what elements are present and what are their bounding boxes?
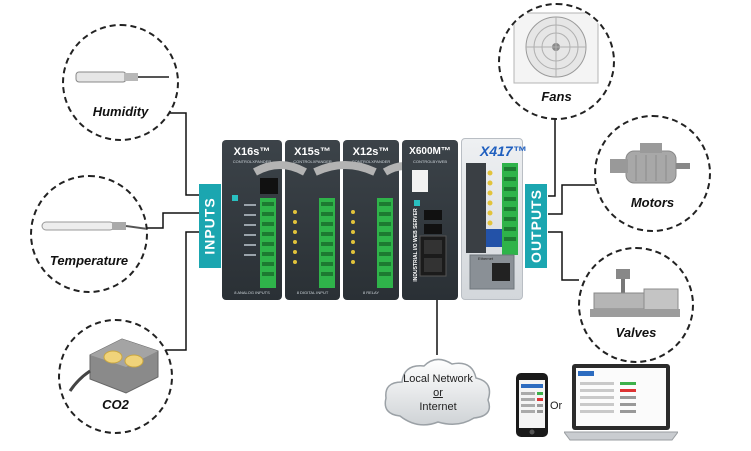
- laptop-icon: [564, 364, 678, 441]
- co2-sensor-icon: [68, 338, 159, 394]
- x12s-footer: 8 RELAY: [362, 290, 380, 295]
- outputs-banner-label: OUTPUTS: [528, 189, 545, 263]
- motor-icon: [610, 143, 690, 184]
- x600m-subtitle: CONTROLBYWEB: [412, 159, 447, 164]
- module-x417: X417™ Ethernet: [461, 138, 527, 300]
- valves-label: Valves: [615, 325, 657, 340]
- temperature-connector: [147, 212, 200, 229]
- x16s-title: X16s™: [233, 146, 271, 158]
- x15s-subtitle: CONTROLXPANDER: [293, 159, 332, 164]
- cloud-icon: [384, 358, 491, 426]
- smartphone-icon: [516, 373, 548, 437]
- x16s-subtitle: CONTROLXPANDER: [232, 159, 272, 164]
- valves-circle: Valves: [578, 247, 694, 363]
- module-x600m: X600M™ CONTROLBYWEB INDUSTRIAL I/O WEB S…: [402, 140, 458, 300]
- humidity-circle: Humidity: [62, 24, 179, 141]
- humidity-label: Humidity: [92, 104, 149, 119]
- motors-label: Motors: [630, 195, 675, 210]
- motors-connector: [548, 184, 596, 215]
- temperature-probe-icon: [41, 221, 146, 231]
- network-line2: or: [433, 387, 443, 399]
- fans-circle: Fans: [498, 3, 615, 120]
- x12s-terminal-block: [351, 198, 393, 288]
- inputs-banner: INPUTS: [199, 184, 221, 268]
- valve-icon: [590, 269, 680, 317]
- co2-connector: [155, 231, 200, 351]
- x15s-title: X15s™: [294, 146, 331, 158]
- network-line3: Internet: [419, 401, 457, 413]
- outputs-banner: OUTPUTS: [525, 184, 547, 268]
- valves-connector: [548, 231, 579, 281]
- x417-ethernet-label: Ethernet: [478, 256, 494, 261]
- x417-title: X417™: [480, 143, 527, 159]
- network-line1: Local Network: [403, 373, 473, 385]
- x15s-footer: 8 DIGITAL INPUT: [296, 290, 329, 295]
- x600m-ports: [412, 170, 447, 277]
- x12s-subtitle: CONTROLXPANDER: [351, 159, 391, 164]
- motors-circle: Motors: [594, 115, 711, 232]
- fans-connector: [548, 118, 556, 197]
- x600m-side-label: INDUSTRIAL I/O WEB SERVER: [413, 208, 419, 282]
- co2-label: CO2: [102, 397, 129, 412]
- temperature-label: Temperature: [49, 253, 129, 268]
- x16s-terminal-block: [232, 178, 278, 288]
- fan-icon: [513, 12, 599, 84]
- temperature-circle: Temperature: [30, 175, 148, 293]
- network-label: Local Network or Internet: [388, 372, 488, 414]
- x600m-title: X600M™: [409, 146, 451, 157]
- humidity-sensor-icon: [75, 71, 169, 83]
- x417-io-block: [466, 163, 518, 290]
- co2-circle: CO2: [58, 319, 173, 434]
- or-label: Or: [550, 400, 563, 412]
- x12s-title: X12s™: [352, 146, 390, 158]
- x16s-footer: 8 ANALOG INPUTS: [234, 290, 270, 295]
- x15s-terminal-block: [293, 198, 335, 288]
- fans-label: Fans: [541, 89, 572, 104]
